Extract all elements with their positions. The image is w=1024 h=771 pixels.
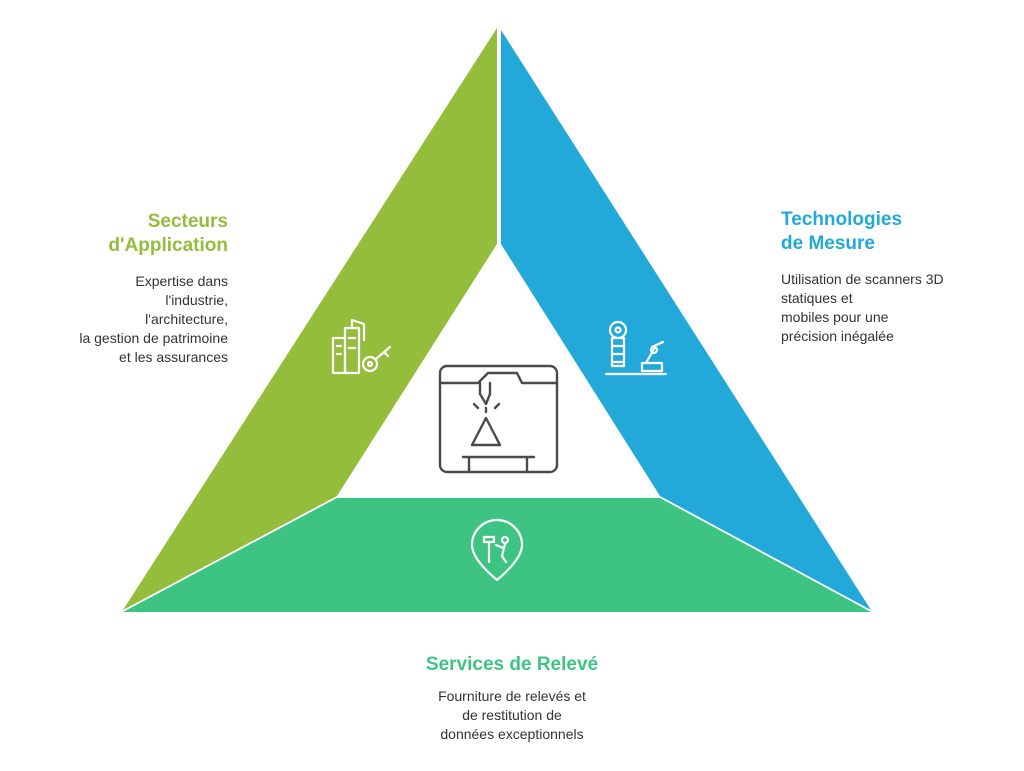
segment-right-desc-line-2: statiques et [781,290,853,306]
segment-right-desc-line-3: mobiles pour une [781,309,889,325]
segment-right-technologies [501,30,871,610]
segment-right-title-line-1: Technologies [781,209,903,230]
segment-left-title-line-2: d'Application [108,235,228,256]
scanner-tripod-icon [604,320,668,376]
3d-printer-icon [438,364,559,474]
segment-bottom-desc-line-1: Fourniture de relevés et [438,688,586,704]
segment-bottom-desc-line-3: données exceptionnels [440,726,584,742]
segment-bottom-description: Fourniture de relevés et de restitution … [362,687,662,744]
segment-right-label: Technologies de Mesure Utilisation de sc… [781,208,1011,346]
segment-left-label: Secteurs d'Application Expertise dans l'… [40,210,228,367]
segment-left-desc-line-4: la gestion de patrimoine [79,330,228,346]
segment-bottom-desc-line-2: de restitution de [462,707,562,723]
segment-right-desc-line-4: précision inégalée [781,328,894,344]
surveyor-location-pin-icon [470,518,524,582]
buildings-key-icon [331,318,392,375]
segment-bottom-title: Services de Relevé [362,653,662,677]
segment-left-title-line-1: Secteurs [147,211,228,232]
segment-bottom-label: Services de Relevé Fourniture de relevés… [362,653,662,744]
segment-left-desc-line-2: l'industrie, [165,292,228,308]
segment-right-title: Technologies de Mesure [781,208,1011,256]
segment-right-description: Utilisation de scanners 3D statiques et … [781,270,1011,346]
segment-bottom-services [123,498,871,612]
segment-left-desc-line-5: et les assurances [119,349,228,365]
segment-right-desc-line-1: Utilisation de scanners 3D [781,271,944,287]
segment-left-desc-line-1: Expertise dans [135,273,228,289]
segment-right-title-line-2: de Mesure [781,233,875,254]
segment-left-secteurs [123,28,497,610]
segment-left-desc-line-3: l'architecture, [145,311,228,327]
segment-left-title: Secteurs d'Application [40,210,228,258]
segment-bottom-title-line-1: Services de Relevé [425,654,599,675]
segment-left-description: Expertise dans l'industrie, l'architectu… [40,272,228,367]
